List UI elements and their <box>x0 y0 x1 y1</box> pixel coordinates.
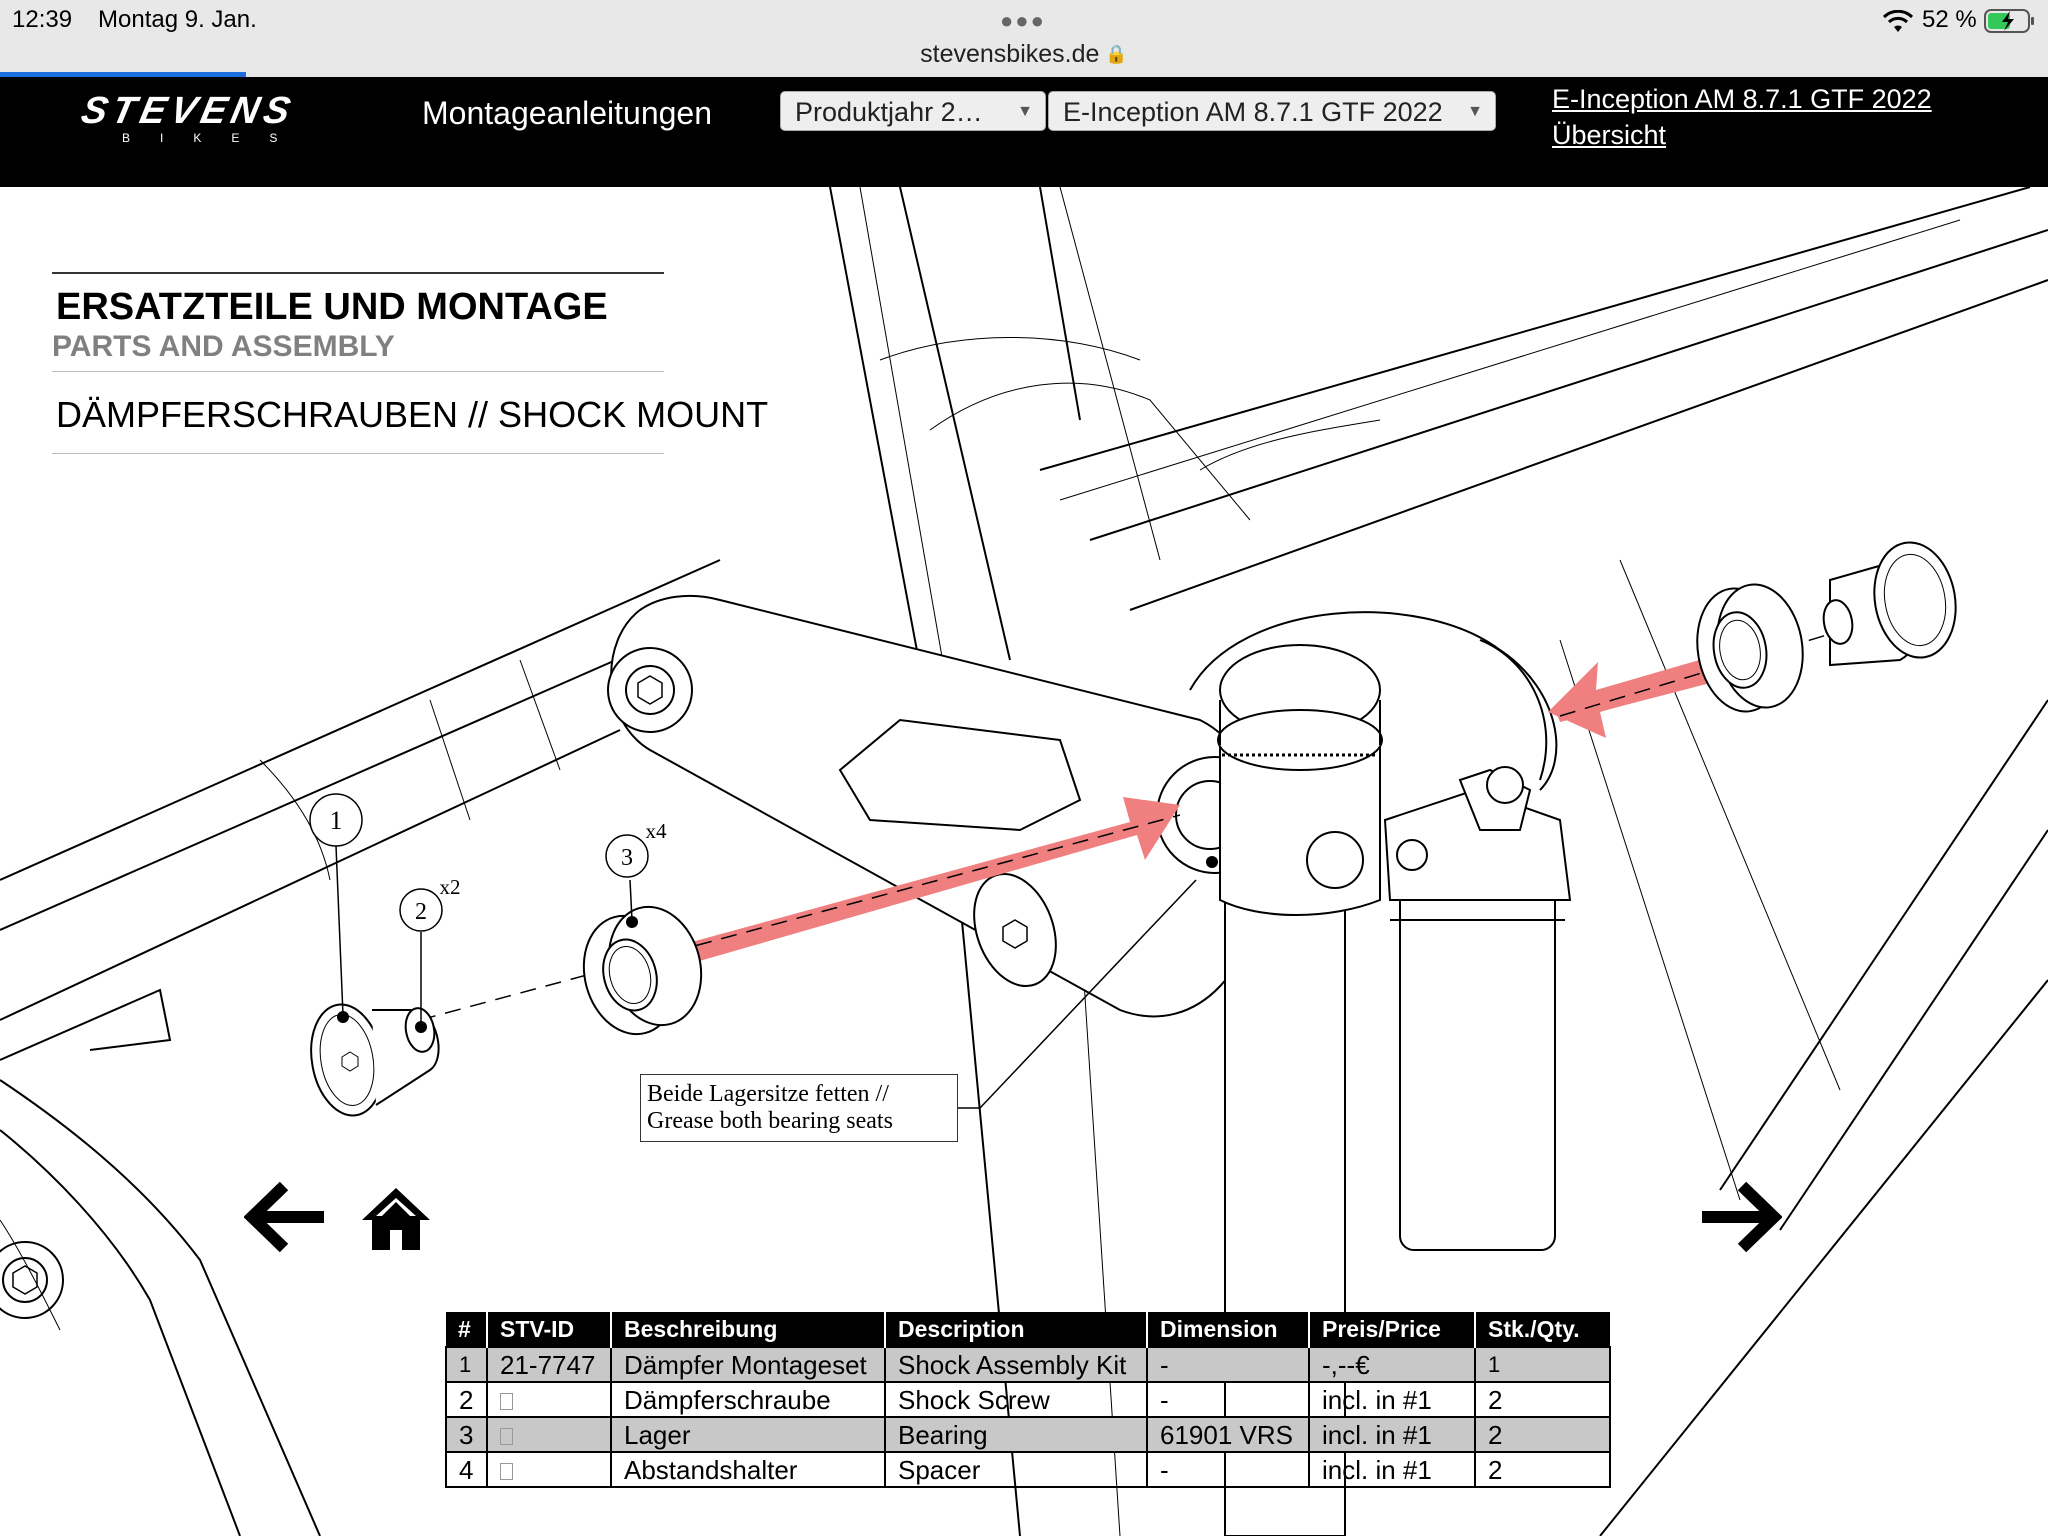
tab-menu-dots-icon[interactable]: ●●● <box>1000 8 1046 33</box>
page-title-de: ERSATZTEILE UND MONTAGE <box>56 286 608 328</box>
cell-stv-id <box>486 1381 612 1418</box>
chevron-down-icon: ▼ <box>1467 103 1483 120</box>
col-header-num: # <box>446 1312 487 1347</box>
cell-dimension: - <box>1146 1346 1310 1383</box>
missing-glyph-icon <box>500 1427 513 1445</box>
cell-num: 1 <box>445 1346 488 1383</box>
leader-dots <box>337 856 1218 1033</box>
product-year-value: Produktjahr 2… <box>795 97 983 127</box>
cell-dimension: - <box>1146 1451 1310 1488</box>
cell-dimension: - <box>1146 1381 1310 1418</box>
missing-glyph-icon <box>500 1392 513 1410</box>
arrow-left-icon[interactable] <box>244 1180 326 1254</box>
lock-icon: 🔒 <box>1105 44 1128 64</box>
divider <box>52 272 664 274</box>
callout-3: 3 <box>621 845 633 871</box>
col-header-dimension: Dimension <box>1146 1312 1309 1347</box>
callout-2-qty: x2 <box>440 875 461 899</box>
cell-price: incl. in #1 <box>1308 1381 1476 1418</box>
cell-qty: 1 <box>1474 1346 1611 1383</box>
cell-beschreibung: Dämpfer Montageset <box>610 1346 886 1383</box>
col-header-price: Preis/Price <box>1308 1312 1475 1347</box>
cell-qty: 2 <box>1474 1381 1611 1418</box>
callout-circles <box>309 793 649 932</box>
cell-dimension: 61901 VRS <box>1146 1416 1310 1453</box>
page-title-en: PARTS AND ASSEMBLY <box>52 330 395 363</box>
overview-link-line1: E-Inception AM 8.7.1 GTF 2022 <box>1552 84 1932 114</box>
table-row: 3 Lager Bearing 61901 VRS incl. in #1 2 <box>445 1416 1611 1453</box>
cell-beschreibung: Lager <box>610 1416 886 1453</box>
callout-2: 2 <box>415 899 427 925</box>
col-header-qty: Stk./Qty. <box>1474 1312 1610 1347</box>
cell-description: Spacer <box>884 1451 1148 1488</box>
exploded-parts-left <box>310 905 703 1117</box>
battery-charging-icon <box>1984 9 2034 33</box>
arrow-right-icon[interactable] <box>1700 1180 1782 1254</box>
model-value: E-Inception AM 8.7.1 GTF 2022 <box>1063 97 1443 127</box>
cell-qty: 2 <box>1474 1451 1611 1488</box>
note-line-1: Beide Lagersitze fetten // <box>647 1081 889 1107</box>
stevens-logo[interactable]: STEVENS BIKES <box>78 90 308 145</box>
cell-qty: 2 <box>1474 1416 1611 1453</box>
callout-1: 1 <box>330 806 343 835</box>
missing-glyph-icon <box>500 1462 513 1480</box>
divider <box>52 371 664 372</box>
status-time: 12:39 <box>12 6 73 33</box>
cell-num: 3 <box>445 1416 488 1453</box>
cell-description: Bearing <box>884 1416 1148 1453</box>
exploded-parts-right <box>1696 541 1957 713</box>
table-row: 1 21-7747 Dämpfer Montageset Shock Assem… <box>445 1346 1611 1383</box>
home-icon[interactable] <box>360 1186 432 1252</box>
cell-price: -,--€ <box>1308 1346 1476 1383</box>
cell-description: Shock Assembly Kit <box>884 1346 1148 1383</box>
cell-price: incl. in #1 <box>1308 1451 1476 1488</box>
assembly-drawing: 1 2 x2 3 x4 <box>0 187 2048 1536</box>
nav-title: Montageanleitungen <box>422 95 713 131</box>
callout-leaders <box>335 845 1197 1109</box>
wifi-icon <box>1882 10 1914 32</box>
overview-link[interactable]: E-Inception AM 8.7.1 GTF 2022 Übersicht <box>1552 81 1932 153</box>
cell-stv-id <box>486 1451 612 1488</box>
table-header-row: # STV-ID Beschreibung Description Dimens… <box>446 1312 1610 1347</box>
status-date: Montag 9. Jan. <box>98 6 257 33</box>
col-header-beschreibung: Beschreibung <box>610 1312 885 1347</box>
cell-stv-id <box>486 1416 612 1453</box>
url-text: stevensbikes.de <box>920 40 1100 68</box>
table-row: 4 Abstandshalter Spacer - incl. in #1 2 <box>445 1451 1611 1488</box>
callout-3-qty: x4 <box>646 819 668 843</box>
parts-table: # STV-ID Beschreibung Description Dimens… <box>445 1312 1611 1488</box>
cell-num: 4 <box>445 1451 488 1488</box>
top-tube <box>1039 187 2048 611</box>
cell-stv-id: 21-7747 <box>486 1346 612 1383</box>
cell-num: 2 <box>445 1381 488 1418</box>
divider <box>52 453 664 454</box>
cell-beschreibung: Dämpferschraube <box>610 1381 886 1418</box>
logo-main-text: STEVENS <box>77 90 299 132</box>
cell-beschreibung: Abstandshalter <box>610 1451 886 1488</box>
col-header-stv-id: STV-ID <box>486 1312 611 1347</box>
note-line-2: Grease both bearing seats <box>647 1108 893 1134</box>
logo-sub-text: BIKES <box>122 131 308 145</box>
rocker-link <box>607 594 1274 1018</box>
chevron-down-icon: ▼ <box>1017 103 1033 120</box>
assembly-arrows <box>688 646 1770 962</box>
table-row: 2 Dämpferschraube Shock Screw - incl. in… <box>445 1381 1611 1418</box>
battery-percent: 52 % <box>1922 6 1977 33</box>
site-header: STEVENS BIKES Montageanleitungen Produkt… <box>0 77 2048 187</box>
address-bar[interactable]: stevensbikes.de🔒 <box>0 40 2048 69</box>
product-year-select[interactable]: Produktjahr 2… ▼ <box>780 91 1046 131</box>
section-subtitle: DÄMPFERSCHRAUBEN // SHOCK MOUNT <box>56 394 769 435</box>
cell-description: Shock Screw <box>884 1381 1148 1418</box>
grease-note: Beide Lagersitze fetten // Grease both b… <box>640 1074 958 1142</box>
status-bar: 12:39 Montag 9. Jan. ●●● stevensbikes.de… <box>0 0 2048 78</box>
col-header-description: Description <box>884 1312 1147 1347</box>
page-load-progress <box>0 72 246 77</box>
cell-price: incl. in #1 <box>1308 1416 1476 1453</box>
seat-stay <box>0 559 731 1061</box>
model-select[interactable]: E-Inception AM 8.7.1 GTF 2022 ▼ <box>1048 91 1496 131</box>
overview-link-line2: Übersicht <box>1552 120 1667 150</box>
